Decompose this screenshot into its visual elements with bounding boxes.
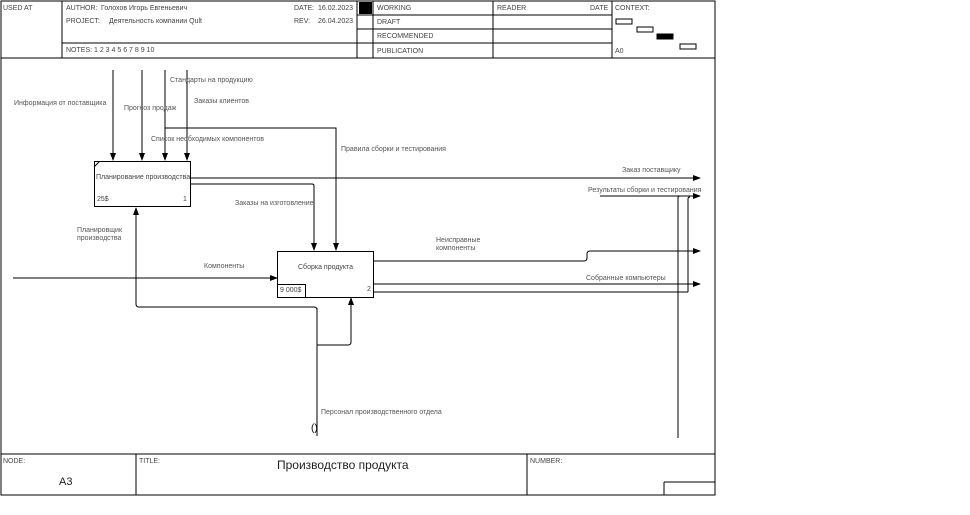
tunnel-mark: () — [311, 423, 318, 434]
node-id: A3 — [59, 476, 73, 488]
status-draft: DRAFT — [377, 19, 401, 26]
label-assembly-rules: Правила сборки и тестирования — [341, 146, 446, 153]
project-label: PROJECT: — [66, 18, 100, 25]
arrow-faulty-components — [373, 248, 701, 262]
label-supplier-info: Информация от поставщика — [14, 100, 107, 107]
label-personnel: Персонал производственного отдела — [321, 409, 442, 416]
reader-label: READER — [497, 5, 527, 12]
activity-number-assembly: 2 — [367, 286, 371, 293]
node-label: NODE: — [3, 458, 26, 465]
date-label: DATE: — [294, 5, 315, 12]
rev-value: 26.04.2023 — [318, 18, 354, 25]
label-client-orders: Заказы клиентов — [194, 98, 249, 105]
context-box-4 — [679, 43, 697, 50]
activity-title-assembly: Сборка продукта — [298, 264, 354, 271]
label-components: Компоненты — [204, 263, 245, 270]
working-status-mark — [359, 2, 372, 14]
frame-border — [0, 0, 716, 496]
activity-cost-assembly: 9 000$ — [280, 287, 302, 294]
label-manufacturing-orders: Заказы на изготовление — [235, 200, 314, 207]
author-label: AUTHOR: — [66, 5, 98, 12]
reader-date-label: DATE — [590, 5, 609, 12]
project-value: Деятельность компании Qult — [109, 18, 202, 25]
arrow-manufacturing-orders — [190, 183, 317, 251]
label-supplier-order: Заказ поставщику — [622, 167, 681, 174]
context-label: CONTEXT: — [615, 5, 650, 12]
arrow-assembly-rules — [164, 125, 339, 251]
context-box-1 — [615, 18, 633, 25]
notes-label: NOTES: 1 2 3 4 5 6 7 8 9 10 — [66, 47, 155, 54]
context-box-2 — [636, 26, 654, 33]
context-node: A0 — [615, 48, 624, 55]
status-working: WORKING — [377, 5, 412, 12]
label-faulty-components: Неисправные компоненты — [436, 237, 481, 252]
label-components-list: Список необходимых компонентов — [151, 136, 265, 143]
activity-box-planning[interactable]: Планирование производства 25$ 1 — [94, 161, 191, 207]
label-assembled-computers: Собранные компьютеры — [586, 275, 666, 282]
label-planner: Планировщик производства — [77, 227, 123, 242]
activity-cost-cell: 9 000$ — [278, 284, 306, 297]
number-label: NUMBER: — [530, 458, 563, 465]
context-box-current — [656, 33, 674, 40]
arrow-planner — [133, 207, 318, 311]
rev-label: REV: — [294, 18, 311, 25]
status-publication: PUBLICATION — [377, 48, 424, 55]
activity-number-planning: 1 — [183, 196, 187, 203]
activity-cost-planning: 25$ — [97, 196, 109, 203]
status-recommended: RECOMMENDED — [377, 33, 434, 40]
diagram-title: Производство продукта — [277, 458, 409, 472]
activity-box-assembly[interactable]: Сборка продукта 9 000$ 2 — [277, 251, 374, 298]
label-product-standards: Стандарты на продукцию — [170, 77, 253, 84]
used-at-label: USED AT — [3, 5, 33, 12]
activity-title-planning: Планирование производства — [96, 174, 191, 181]
label-test-results: Результаты сборки и тестирования — [588, 187, 702, 194]
title-label: TITLE: — [139, 458, 161, 465]
box-corner-mark — [94, 161, 101, 168]
date-value: 16.02.2023 — [318, 5, 354, 12]
author-value: Голохов Игорь Евгеньевич — [101, 5, 188, 12]
label-sales-forecast: Прогноз продаж — [124, 105, 177, 112]
